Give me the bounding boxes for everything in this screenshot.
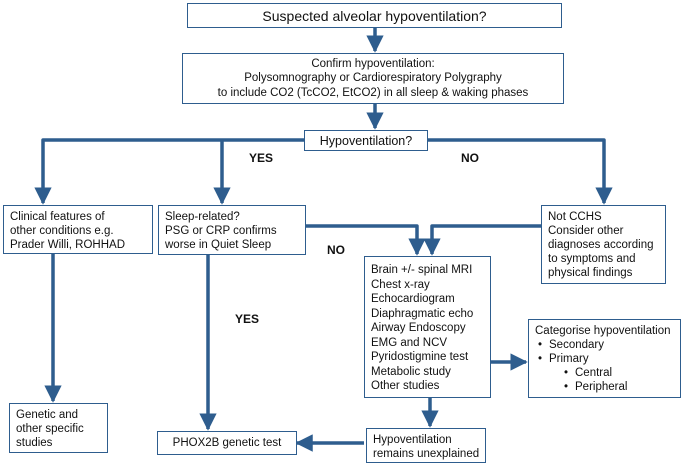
- categorise-subitem-peripheral: Peripheral: [564, 380, 674, 394]
- node-notcchs-line-2: Consider other: [548, 225, 624, 237]
- node-notcchs-line-1: Not CCHS: [548, 211, 602, 223]
- node-genetic-line-1: Genetic and: [16, 409, 79, 421]
- edge-notcchs-to-investigations: [423, 224, 541, 256]
- node-start-text: Suspected alveolar hypoventilation?: [262, 7, 487, 24]
- investigation-item: Pyridostigmine test: [371, 351, 469, 363]
- node-sleep-line-2: PSG or CRP confirms: [165, 225, 277, 237]
- investigation-item: Diaphragmatic echo: [371, 307, 474, 320]
- node-unexplained: Hypoventilation remains unexplained: [366, 428, 486, 463]
- node-notcchs-line-3: diagnoses according: [548, 239, 654, 251]
- node-notcchs-line-4: to symptoms and: [548, 253, 636, 265]
- investigation-item: Airway Endoscopy: [371, 322, 466, 334]
- node-sleep-line-3: worse in Quiet Sleep: [165, 239, 272, 251]
- edge-label-yes-left: YES: [235, 312, 260, 326]
- node-genetic-other: Genetic and other specific studies: [9, 403, 108, 453]
- node-notcchs-line-5: physical findings: [548, 267, 633, 279]
- investigation-item: Metabolic study: [371, 365, 451, 378]
- edge-label-no-top: NO: [461, 151, 479, 165]
- categorise-item-primary: Primary: [538, 352, 674, 366]
- edge-sleep-to-investigations: [306, 224, 426, 256]
- node-confirm: Confirm hypoventilation: Polysomnography…: [182, 53, 564, 104]
- node-clinical-line-3: Prader Willi, ROHHAD: [10, 239, 126, 251]
- node-genetic-line-2: other specific: [16, 423, 84, 435]
- node-confirm-line-2: Polysomnography or Cardiorespiratory Pol…: [244, 72, 502, 85]
- investigation-item: EMG and NCV: [371, 336, 448, 349]
- categorise-subitem-central: Central: [564, 366, 674, 380]
- node-clinical-line-1: Clinical features of: [10, 211, 105, 223]
- investigation-item: Brain +/- spinal MRI: [371, 264, 473, 276]
- node-confirm-line-1: Confirm hypoventilation:: [311, 57, 435, 70]
- node-decision-text: Hypoventilation?: [319, 133, 413, 148]
- node-investigations: Brain +/- spinal MRI Chest x-ray Echocar…: [364, 256, 491, 398]
- investigation-item: Other studies: [371, 380, 440, 392]
- edge-label-no-middle: NO: [327, 243, 345, 257]
- node-confirm-line-3: to include CO2 (TcCO2, EtCO2) in all sle…: [217, 86, 529, 99]
- node-phox2b: PHOX2B genetic test: [157, 431, 297, 455]
- node-sleep-related: Sleep-related? PSG or CRP confirms worse…: [158, 205, 306, 255]
- investigation-item: Chest x-ray: [371, 278, 430, 291]
- node-not-cchs: Not CCHS Consider other diagnoses accord…: [541, 205, 666, 284]
- node-phox2b-text: PHOX2B genetic test: [172, 437, 282, 449]
- node-start: Suspected alveolar hypoventilation?: [187, 3, 562, 28]
- node-unexplained-line-1: Hypoventilation: [373, 434, 452, 446]
- node-clinical-line-2: other conditions e.g.: [10, 225, 114, 237]
- edge-decision-to-notcchs: [428, 138, 613, 205]
- node-genetic-line-3: studies: [16, 437, 53, 449]
- node-sleep-line-1: Sleep-related?: [165, 211, 240, 223]
- edge-decision-to-clinical: [34, 138, 304, 205]
- node-decision: Hypoventilation?: [304, 130, 428, 151]
- node-categorise: Categorise hypoventilation Secondary Pri…: [528, 319, 681, 398]
- edge-label-yes-top: YES: [249, 151, 274, 165]
- categorise-item-secondary: Secondary: [538, 338, 674, 352]
- investigation-item: Echocardiogram: [371, 293, 455, 305]
- node-clinical: Clinical features of other conditions e.…: [3, 205, 153, 254]
- categorise-title: Categorise hypoventilation: [535, 325, 671, 337]
- node-unexplained-line-2: remains unexplained: [373, 448, 480, 460]
